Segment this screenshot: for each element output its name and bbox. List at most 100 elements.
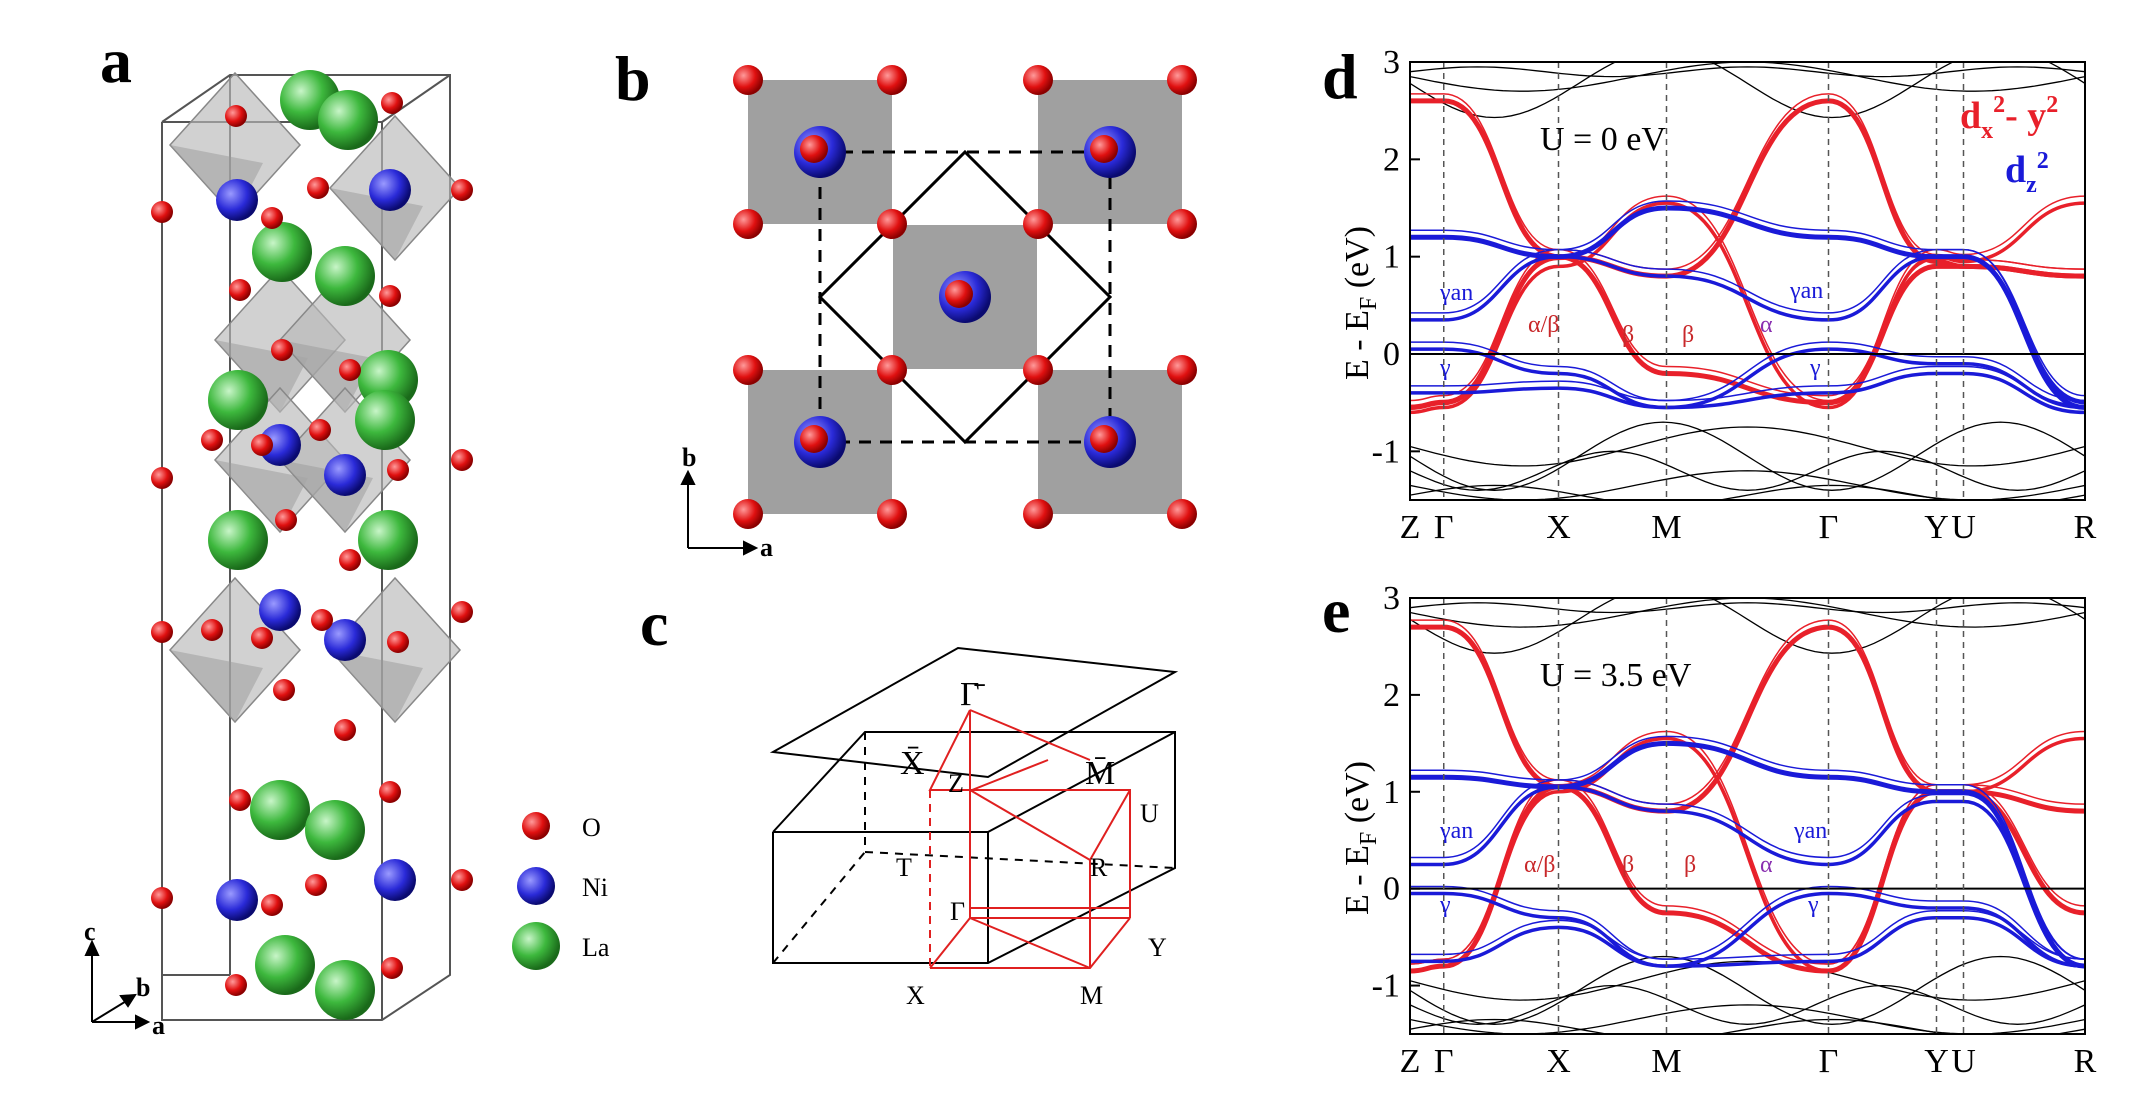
xtick-label: Γ xyxy=(1434,509,1454,546)
band-label: γ xyxy=(1807,892,1819,918)
xtick-label: Γ xyxy=(1434,1043,1454,1080)
other-band xyxy=(1410,598,2085,628)
o-atom xyxy=(451,449,473,471)
la-atom xyxy=(255,935,315,995)
la-atom xyxy=(318,90,378,150)
ytick-label: 3 xyxy=(1383,580,1400,617)
la-atom xyxy=(208,370,268,430)
o-atom xyxy=(201,619,223,641)
band-dz2-3-split xyxy=(1410,735,2085,960)
o-atom xyxy=(275,509,297,531)
o-atom xyxy=(1167,209,1197,239)
panel-a: a O Ni La c b xyxy=(84,25,610,1040)
kpt-m: M xyxy=(1080,981,1103,1010)
o-atom xyxy=(225,974,247,996)
other-band xyxy=(1410,450,2085,491)
xtick-label: U xyxy=(1951,509,1976,546)
kpt-r: R xyxy=(1090,853,1108,882)
axis-b-label-b: b xyxy=(682,443,696,472)
ytick-label: -1 xyxy=(1372,968,1400,1005)
la-atom xyxy=(358,510,418,570)
o-atom xyxy=(261,207,283,229)
band-dx2-y2-2-split xyxy=(1410,195,2085,407)
ni-atom xyxy=(259,589,301,631)
xtick-label: X xyxy=(1546,1043,1571,1080)
legend-la-label: La xyxy=(582,933,610,962)
axis-c-label: c xyxy=(84,917,96,946)
ytick-label: 0 xyxy=(1383,336,1400,373)
xtick-label: X xyxy=(1546,509,1571,546)
la-atom xyxy=(250,780,310,840)
atoms xyxy=(151,70,473,1020)
axis-b-label: b xyxy=(136,973,150,1002)
o-atom xyxy=(229,279,251,301)
atom-legend: O Ni La xyxy=(512,812,610,970)
o-atom xyxy=(307,177,329,199)
o-atom xyxy=(1167,499,1197,529)
other-band xyxy=(1410,426,2085,467)
o-atom xyxy=(229,789,251,811)
o-atom xyxy=(151,887,173,909)
kpt-mbar: M̄ xyxy=(1085,755,1115,792)
o-atom xyxy=(334,719,356,741)
ni-atom xyxy=(259,424,301,466)
other-band xyxy=(1410,470,2085,500)
o-atom xyxy=(201,429,223,451)
o-atom xyxy=(1023,65,1053,95)
band-label: α xyxy=(1760,312,1773,338)
legend-la-marker xyxy=(512,922,560,970)
band-label: β xyxy=(1684,852,1696,878)
legend-dz2: dz2 xyxy=(2005,148,2049,198)
other-band xyxy=(1410,984,2085,1025)
xtick-label: M xyxy=(1651,509,1681,546)
panel-c: c Γ̄ X̄ M̄ xyxy=(640,588,1179,1010)
o-atom xyxy=(451,179,473,201)
o-atom xyxy=(251,434,273,456)
ni-atom xyxy=(216,879,258,921)
o-atom xyxy=(339,359,361,381)
la-atom xyxy=(315,960,375,1020)
band-dz2-5 xyxy=(1410,891,2085,968)
panel-label-c: c xyxy=(640,588,668,659)
band-label: γ xyxy=(1439,892,1451,918)
o-atom xyxy=(451,601,473,623)
o-atom xyxy=(1090,135,1118,163)
panel-label-b: b xyxy=(615,43,651,114)
band-label: β xyxy=(1622,852,1634,878)
o-atom xyxy=(1023,209,1053,239)
band-dz2-4-split xyxy=(1410,248,2085,397)
o-atom xyxy=(1167,355,1197,385)
band-label: α/β xyxy=(1524,852,1555,878)
axis-a-label: a xyxy=(152,1011,165,1040)
xtick-label: U xyxy=(1951,1043,1976,1080)
other-band xyxy=(1410,66,2085,78)
ni-atom xyxy=(216,179,258,221)
o-atom xyxy=(151,467,173,489)
kpt-y: Y xyxy=(1148,933,1167,962)
ytick-label: 2 xyxy=(1383,141,1400,178)
xtick-label: Y xyxy=(1924,509,1949,546)
octahedron-face xyxy=(330,650,423,722)
other-band xyxy=(1410,62,2085,119)
band-label: γan xyxy=(1789,278,1823,304)
band-dz2-3 xyxy=(1410,740,2085,969)
xtick-label: Z xyxy=(1400,1043,1421,1080)
axes-b xyxy=(680,469,759,556)
ylabel-d: E - EF (eV) xyxy=(1339,226,1382,380)
legend-dx2y2: dx2- y2 xyxy=(1960,92,2058,144)
ni-atom xyxy=(324,454,366,496)
band-label: β xyxy=(1622,322,1634,348)
ytick-label: 1 xyxy=(1383,239,1400,276)
o-atom xyxy=(800,425,828,453)
kpt-z: Z xyxy=(948,769,964,798)
band-dx2-y2-2 xyxy=(1410,201,2085,415)
o-atom xyxy=(387,631,409,653)
o-atom xyxy=(800,135,828,163)
ni-atom xyxy=(369,169,411,211)
o-atom xyxy=(273,679,295,701)
legend-ni-marker xyxy=(517,867,555,905)
other-band xyxy=(1410,421,2085,491)
atoms-b xyxy=(733,65,1197,529)
panel-b: b b a xyxy=(615,43,1197,562)
